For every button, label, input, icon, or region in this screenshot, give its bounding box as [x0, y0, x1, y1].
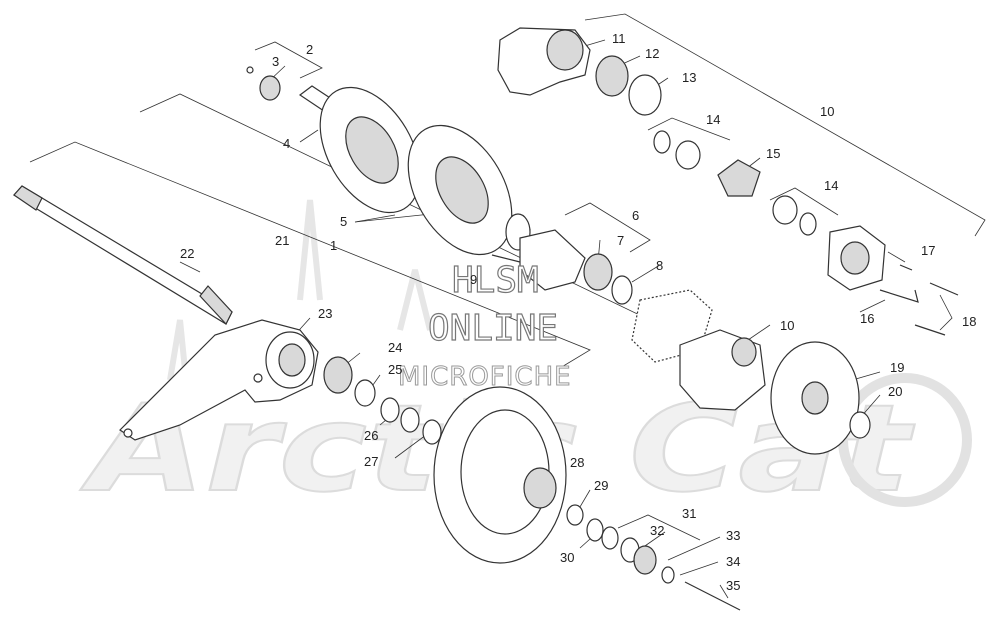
callout-9: 9 [470, 272, 477, 287]
part-washer-30b [601, 526, 619, 550]
callout-8: 8 [656, 258, 663, 273]
hlsm-watermark: HLSM ONLINE MICROFICHE [398, 259, 572, 392]
part-bearing-7 [583, 253, 613, 291]
part-clip-16 [879, 289, 919, 303]
part-bolt-18a [929, 282, 959, 296]
watermark-line3: MICROFICHE [398, 362, 572, 392]
watermark-line2: ONLINE [428, 308, 558, 349]
part-spacer-14a [653, 130, 671, 154]
part-washer-34 [661, 566, 675, 584]
callout-29: 29 [594, 478, 608, 493]
part-shaft [13, 185, 233, 326]
part-ring-25 [354, 379, 376, 407]
callout-5: 5 [340, 214, 347, 229]
callout-7: 7 [617, 233, 624, 248]
callout-32: 32 [650, 523, 664, 538]
callout-35: 35 [726, 578, 740, 593]
callout-20: 20 [888, 384, 902, 399]
callout-14-b: 14 [824, 178, 838, 193]
part-bearing-24 [323, 356, 353, 394]
part-bearing-housing [119, 319, 319, 441]
part-bearing-small [259, 75, 281, 101]
callout-12: 12 [645, 46, 659, 61]
part-bolt-35 [684, 581, 741, 611]
part-washer-26b [400, 407, 420, 433]
callout-4: 4 [283, 136, 290, 151]
callout-23: 23 [318, 306, 332, 321]
callout-11: 11 [612, 31, 626, 46]
part-bolt-9 [491, 254, 521, 263]
part-bearing-12 [595, 55, 629, 97]
part-disc-hub [801, 381, 829, 415]
callout-31: 31 [682, 506, 696, 521]
part-oring-13 [628, 74, 662, 116]
callout-34: 34 [726, 554, 740, 569]
part-driven-clutch [433, 386, 567, 564]
part-bolt-18b [914, 324, 946, 336]
callout-10-top: 10 [820, 104, 834, 119]
callout-30: 30 [560, 550, 574, 565]
callout-24: 24 [388, 340, 402, 355]
part-brake-pad-15 [717, 159, 761, 197]
callout-22: 22 [180, 246, 194, 261]
part-ring-8 [611, 275, 633, 305]
part-caliper-lower [679, 329, 766, 411]
part-upper-housing [497, 27, 591, 96]
callout-6: 6 [632, 208, 639, 223]
callout-33: 33 [726, 528, 740, 543]
callout-13: 13 [682, 70, 696, 85]
part-spacer-14b [799, 212, 817, 236]
part-washer-27 [422, 419, 442, 445]
watermark-line1: HLSM [452, 260, 539, 301]
part-sleeve-14b [772, 195, 798, 225]
callout-2: 2 [306, 42, 313, 57]
part-washer-30a [586, 518, 604, 542]
part-caliper-right [827, 225, 886, 291]
part-oring-29 [566, 504, 584, 526]
callout-16: 16 [860, 311, 874, 326]
part-sleeve-14a [675, 140, 701, 170]
part-washer-26a [380, 397, 400, 423]
part-screw-small [246, 66, 254, 74]
callout-17: 17 [921, 243, 935, 258]
callout-14-a: 14 [706, 112, 720, 127]
callout-28: 28 [570, 455, 584, 470]
callout-25: 25 [388, 362, 402, 377]
part-plate-6 [519, 229, 586, 291]
part-cap-33 [633, 545, 657, 575]
part-snap-ring-20 [849, 411, 871, 439]
callout-26: 26 [364, 428, 378, 443]
callout-10-lower: 10 [780, 318, 794, 333]
callout-27: 27 [364, 454, 378, 469]
callout-15: 15 [766, 146, 780, 161]
callout-18: 18 [962, 314, 976, 329]
part-bolt-17 [899, 264, 913, 271]
cityscape-icon [167, 199, 433, 381]
callout-21: 21 [275, 233, 289, 248]
callout-1: 1 [330, 238, 337, 253]
callout-19: 19 [890, 360, 904, 375]
part-drive-shaft [298, 85, 531, 256]
callout-labels: 1 2 3 4 5 6 7 8 9 10 10 11 12 13 14 14 1… [180, 31, 976, 593]
callout-3: 3 [272, 54, 279, 69]
parts [13, 27, 959, 611]
